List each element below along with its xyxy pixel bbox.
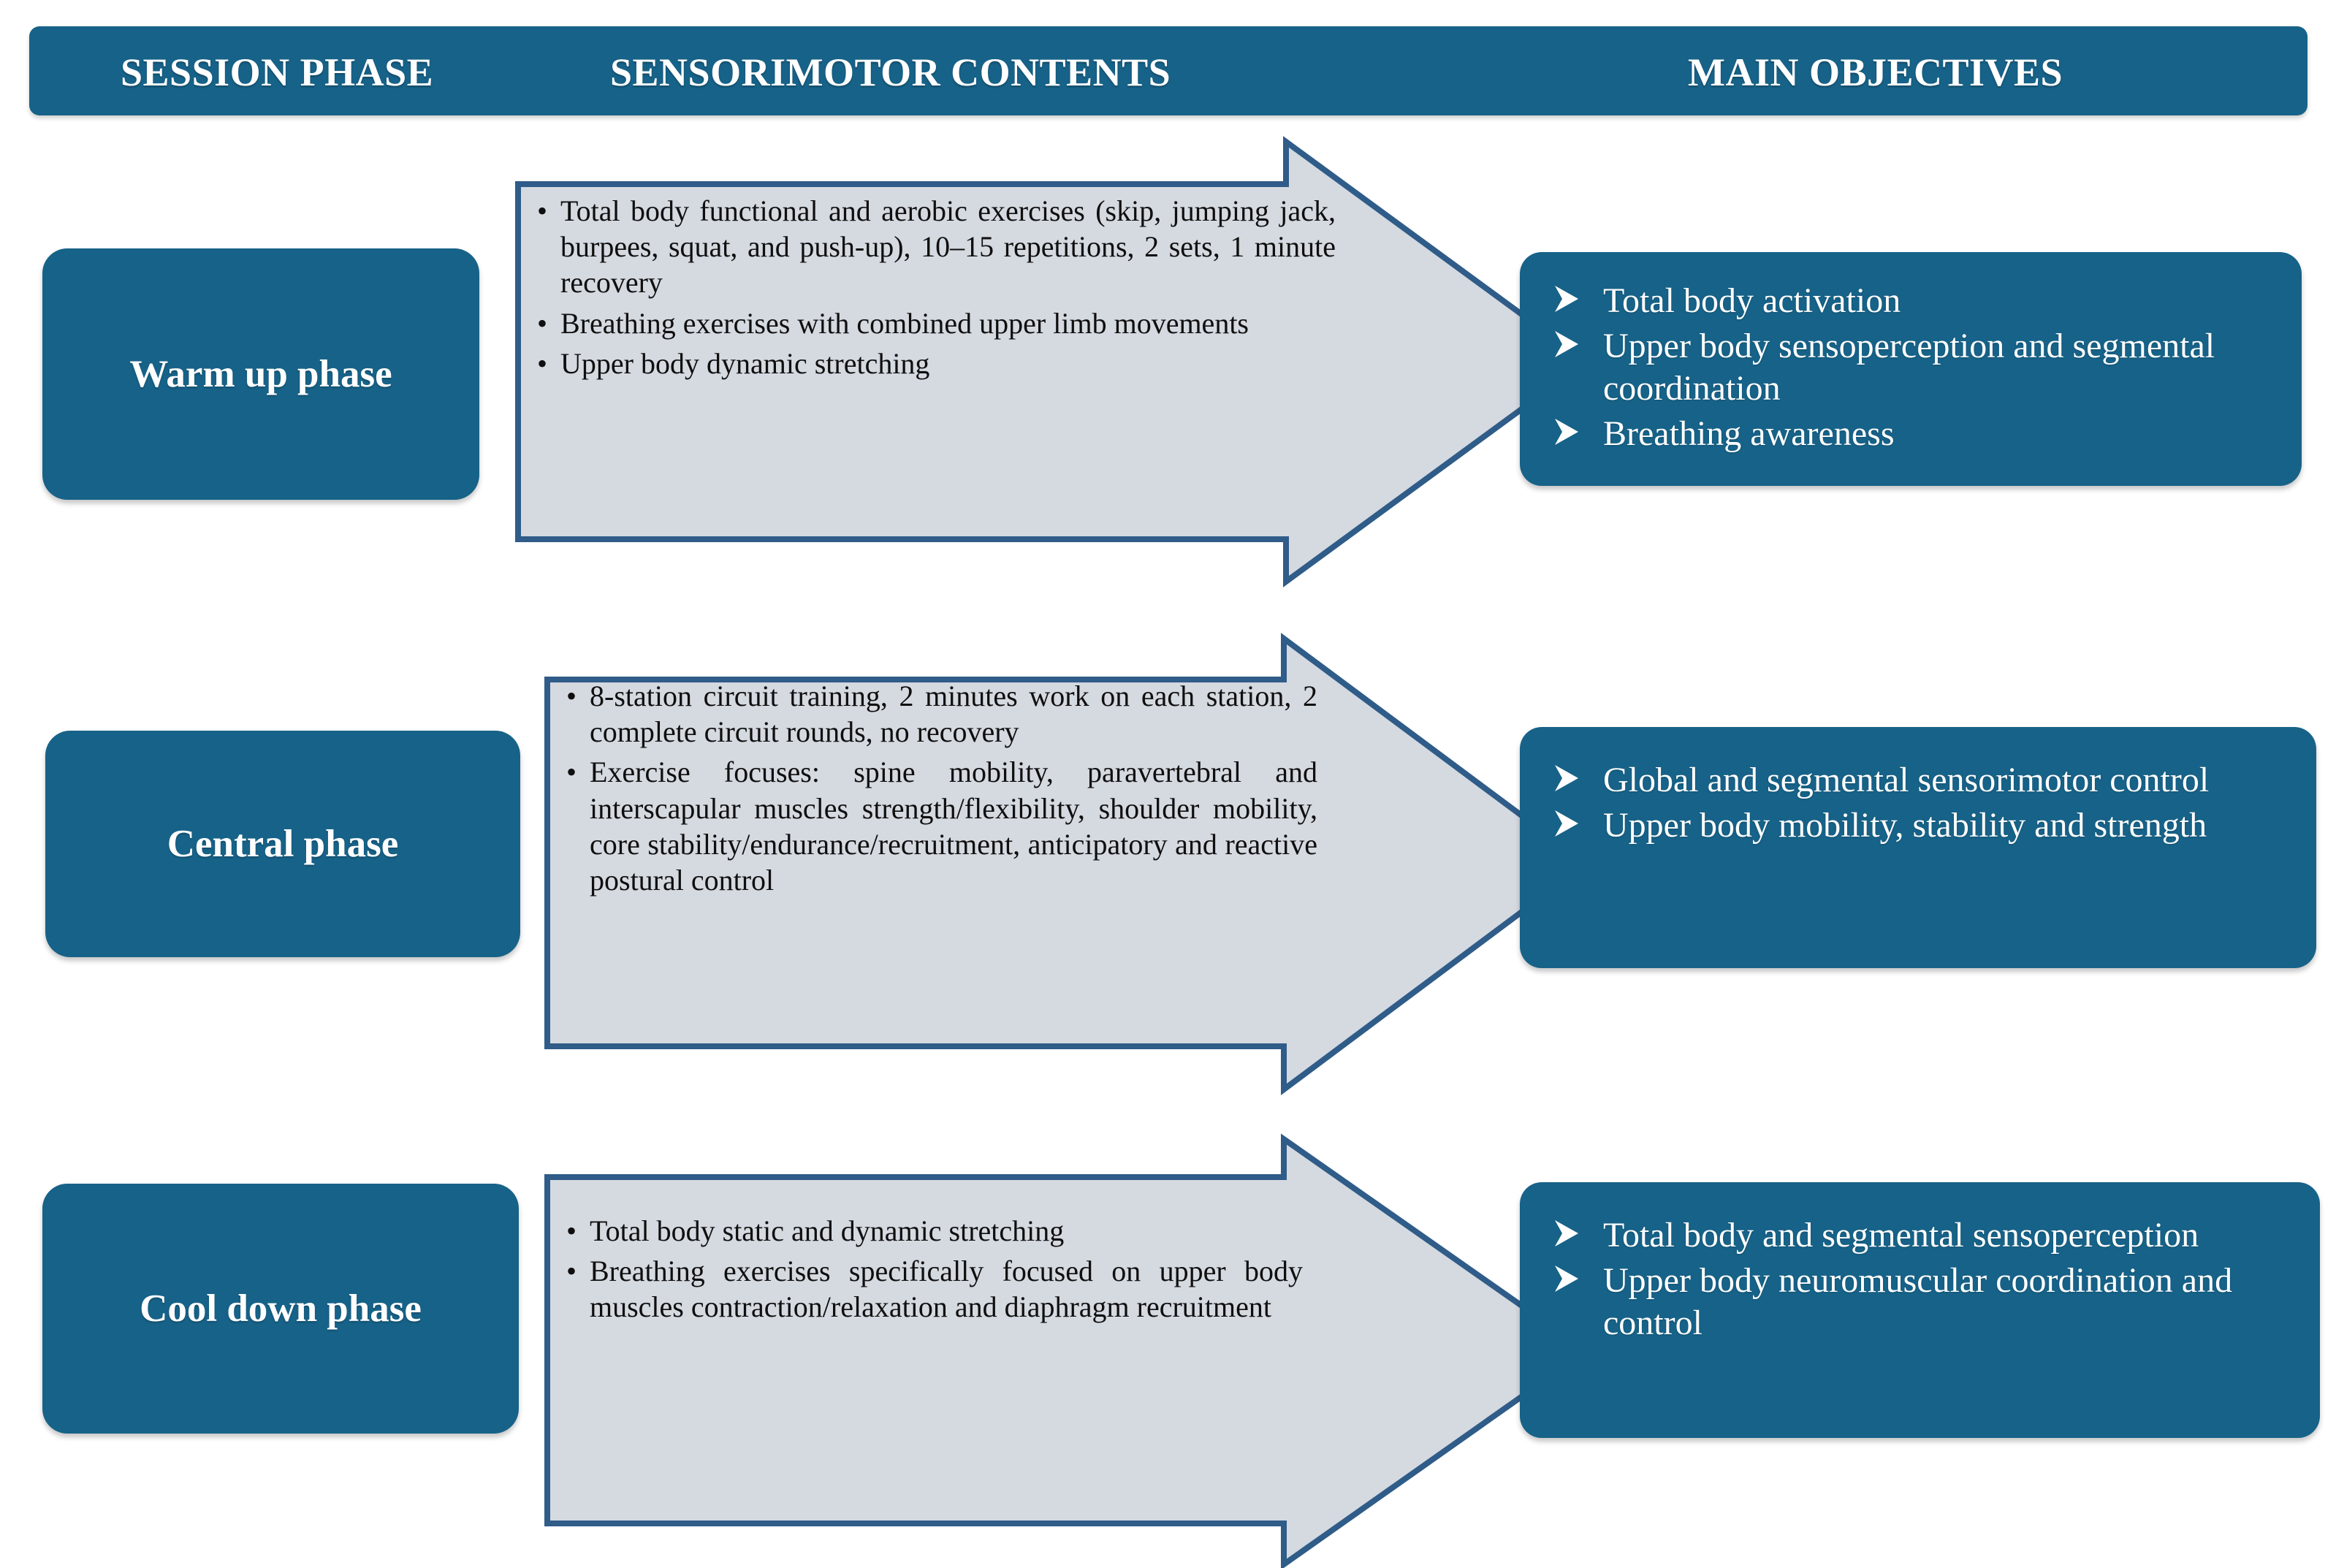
table-header-bar: SESSION PHASE SENSORIMOTOR CONTENTS MAIN… <box>29 26 2308 115</box>
contents-text-cool-down: • Total body static and dynamic stretchi… <box>565 1213 1303 1325</box>
bullet-icon: • <box>537 346 548 380</box>
contents-bullet-text: 8-station circuit training, 2 minutes wo… <box>590 680 1317 749</box>
phase-pill-cool-down[interactable]: Cool down phase <box>42 1184 519 1434</box>
contents-arrow-cool-down: • Total body static and dynamic stretchi… <box>544 1133 1591 1568</box>
phase-pill-warm-up[interactable]: Warm up phase <box>42 248 479 500</box>
arrowhead-bullet-icon <box>1555 810 1578 837</box>
phase-label: Cool down phase <box>140 1287 422 1330</box>
contents-bullet-text: Total body static and dynamic stretching <box>590 1214 1065 1247</box>
arrow-shape-icon <box>544 1133 1591 1568</box>
objective-item: Total body activation <box>1533 280 2286 322</box>
objective-text: Global and segmental sensorimotor contro… <box>1603 761 2210 799</box>
bullet-icon: • <box>566 1255 577 1288</box>
objective-text: Total body activation <box>1603 281 1901 320</box>
contents-arrow-warm-up: • Total body functional and aerobic exer… <box>515 136 1591 587</box>
contents-bullet-item: • Total body functional and aerobic exer… <box>536 193 1336 301</box>
objectives-card-cool-down[interactable]: Total body and segmental sensoperception… <box>1520 1182 2320 1438</box>
objective-item: Breathing awareness <box>1533 413 2286 455</box>
contents-bullet-text: Breathing exercises specifically focused… <box>590 1255 1303 1324</box>
contents-arrow-central: • 8-station circuit training, 2 minutes … <box>544 633 1591 1095</box>
contents-bullet-text: Exercise focuses: spine mobility, parave… <box>590 756 1317 897</box>
objective-item: Upper body neuromuscular coordination an… <box>1533 1260 2304 1344</box>
objective-item: Global and segmental sensorimotor contro… <box>1533 759 2300 802</box>
bullet-icon: • <box>566 680 577 712</box>
arrowhead-bullet-icon <box>1555 419 1578 446</box>
contents-bullet-item: • Upper body dynamic stretching <box>536 346 1336 381</box>
contents-bullet-item: • Total body static and dynamic stretchi… <box>565 1213 1303 1249</box>
objective-text: Breathing awareness <box>1603 414 1895 454</box>
objectives-card-central[interactable]: Global and segmental sensorimotor contro… <box>1520 727 2316 968</box>
contents-bullet-item: • 8-station circuit training, 2 minutes … <box>565 678 1317 750</box>
arrowhead-bullet-icon <box>1555 1266 1578 1293</box>
contents-bullet-item: • Breathing exercises specifically focus… <box>565 1253 1303 1325</box>
contents-bullet-item: • Breathing exercises with combined uppe… <box>536 305 1336 341</box>
column-header-sensorimotor-contents: SENSORIMOTOR CONTENTS <box>610 50 1171 94</box>
contents-bullet-item: • Exercise focuses: spine mobility, para… <box>565 754 1317 898</box>
objective-item: Upper body sensoperception and segmental… <box>1533 325 2286 410</box>
arrowhead-bullet-icon <box>1555 286 1578 312</box>
arrowhead-bullet-icon <box>1555 1220 1578 1247</box>
column-header-session-phase: SESSION PHASE <box>121 50 434 94</box>
column-header-main-objectives: MAIN OBJECTIVES <box>1688 50 2063 94</box>
bullet-icon: • <box>566 756 577 789</box>
phase-label: Central phase <box>167 823 399 865</box>
objective-item: Total body and segmental sensoperception <box>1533 1214 2304 1257</box>
arrow-shape-icon <box>544 633 1591 1095</box>
arrowhead-bullet-icon <box>1555 765 1578 791</box>
objective-text: Upper body neuromuscular coordination an… <box>1603 1261 2233 1343</box>
arrowhead-bullet-icon <box>1555 331 1578 358</box>
bullet-icon: • <box>537 306 548 340</box>
contents-bullet-text: Breathing exercises with combined upper … <box>560 306 1249 340</box>
phase-label: Warm up phase <box>129 353 392 395</box>
objectives-card-warm-up[interactable]: Total body activation Upper body sensope… <box>1520 252 2302 486</box>
objective-text: Upper body sensoperception and segmental… <box>1603 327 2215 408</box>
objective-text: Total body and segmental sensoperception <box>1603 1216 2199 1255</box>
phase-pill-central[interactable]: Central phase <box>45 731 520 957</box>
contents-text-warm-up: • Total body functional and aerobic exer… <box>536 193 1336 381</box>
contents-text-central: • 8-station circuit training, 2 minutes … <box>565 678 1317 898</box>
bullet-icon: • <box>537 194 548 227</box>
contents-bullet-text: Total body functional and aerobic exerci… <box>560 194 1336 300</box>
objective-item: Upper body mobility, stability and stren… <box>1533 804 2300 847</box>
bullet-icon: • <box>566 1214 577 1247</box>
objective-text: Upper body mobility, stability and stren… <box>1603 806 2207 845</box>
arrow-shape-icon <box>515 136 1591 587</box>
contents-bullet-text: Upper body dynamic stretching <box>560 346 930 380</box>
